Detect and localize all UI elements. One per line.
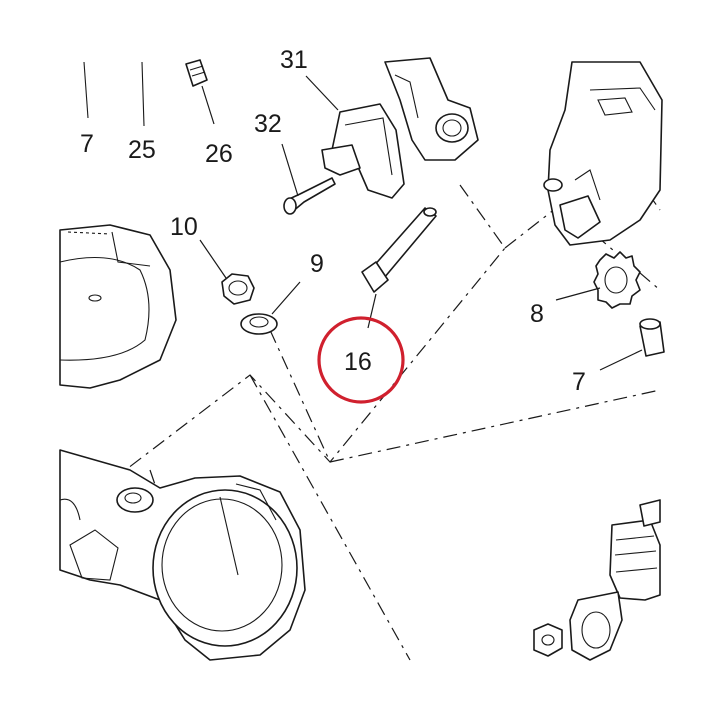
callout-7-top: 7 bbox=[80, 130, 94, 158]
callout-32: 32 bbox=[254, 110, 282, 138]
callout-7-right: 7 bbox=[572, 368, 586, 396]
callout-8: 8 bbox=[530, 300, 544, 328]
callout-9: 9 bbox=[310, 250, 324, 278]
highlight-circle bbox=[317, 316, 405, 404]
bracket-31-icon bbox=[305, 57, 479, 199]
callout-31: 31 bbox=[280, 46, 308, 74]
right-housing-icon bbox=[543, 61, 663, 246]
nut-10-icon bbox=[199, 239, 255, 305]
bushing-7-icon bbox=[599, 318, 665, 371]
callout-26: 26 bbox=[205, 140, 233, 168]
gear-8-icon bbox=[555, 251, 641, 309]
washer-9-icon bbox=[240, 281, 301, 335]
screw-26-icon bbox=[185, 59, 215, 125]
bolt-16-icon bbox=[361, 207, 437, 329]
stem-7-top bbox=[83, 61, 89, 119]
callout-10: 10 bbox=[170, 213, 198, 241]
upper-clamp-icon bbox=[59, 224, 177, 389]
lock-assembly-icon bbox=[533, 499, 661, 661]
screw-32-icon bbox=[281, 143, 336, 215]
callout-16: 16 bbox=[344, 348, 372, 376]
callout-25: 25 bbox=[128, 136, 156, 164]
lower-clamp-icon bbox=[59, 449, 306, 661]
stem-25 bbox=[141, 61, 145, 127]
